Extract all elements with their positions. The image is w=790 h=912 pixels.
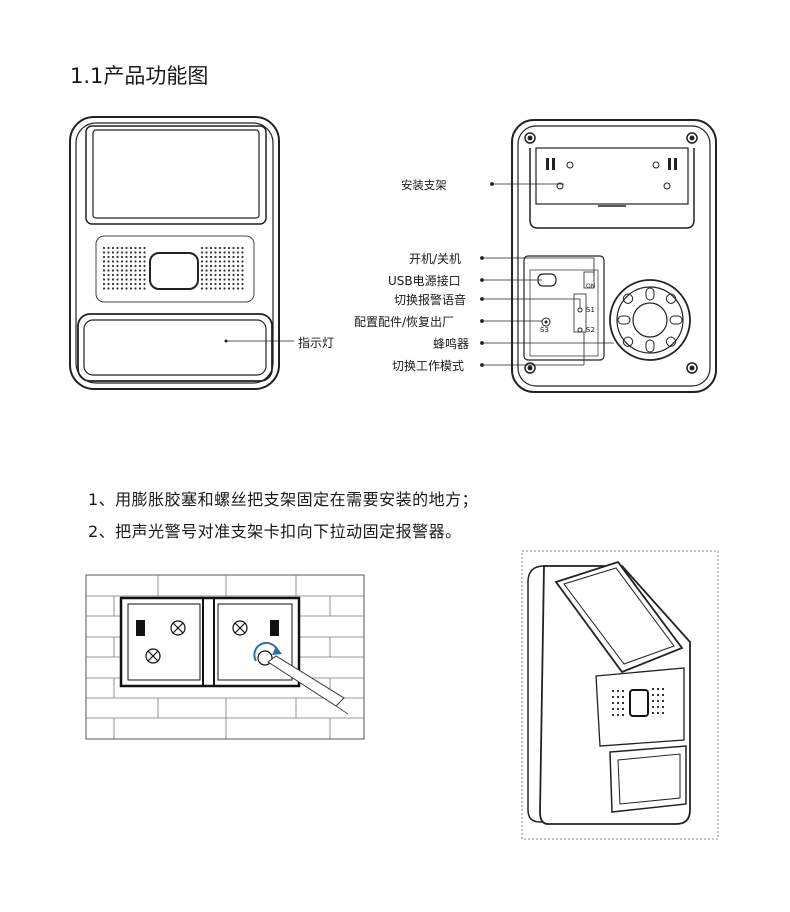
speaker-grille-left-icon bbox=[102, 246, 146, 290]
s1-mark: S1 bbox=[586, 306, 595, 314]
buzzer-label: 蜂鸣器 bbox=[433, 337, 470, 351]
mode-switch-label: 切换工作模式 bbox=[392, 359, 465, 373]
on-mark: ON bbox=[586, 283, 596, 290]
section-title: 1.1产品功能图 bbox=[70, 64, 209, 88]
step-1: 1、用膨胀胶塞和螺丝把支架固定在需要安装的地方； bbox=[88, 490, 479, 509]
pair-reset-label: 配置配件/恢复出厂 bbox=[354, 315, 455, 329]
indicator-label: 指示灯 bbox=[298, 336, 335, 350]
bracket-label: 安装支架 bbox=[401, 178, 447, 192]
power-switch-label: 开机/关机 bbox=[409, 252, 462, 266]
speaker-grille-right-icon bbox=[200, 246, 244, 290]
step-2: 2、把声光警号对准支架卡扣向下拉动固定报警器。 bbox=[88, 522, 462, 541]
s2-mark: S2 bbox=[586, 326, 595, 334]
s3-mark: S3 bbox=[540, 326, 549, 334]
voice-switch-label: 切换报警语音 bbox=[394, 293, 467, 307]
usb-port-label: USB电源接口 bbox=[388, 274, 461, 288]
